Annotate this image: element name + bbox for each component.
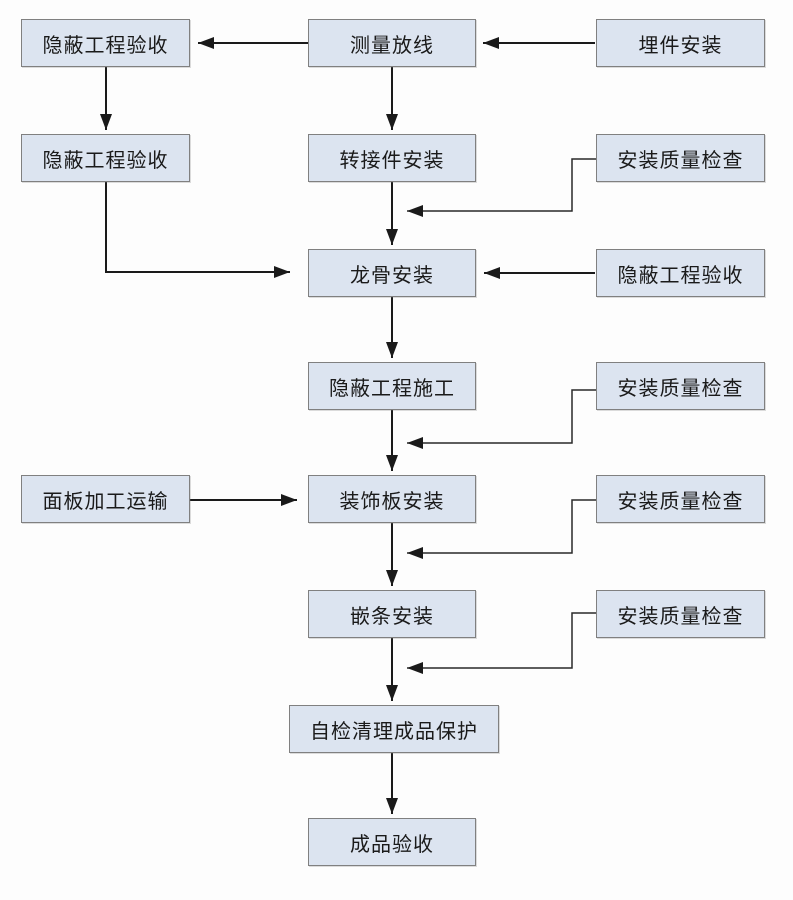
node-quality-check-3: 安装质量检查 (596, 475, 765, 523)
node-hidden-work-acceptance-2: 隐蔽工程验收 (21, 134, 190, 182)
node-adapter-installation: 转接件安装 (308, 134, 476, 182)
elbow-hidden2-to-keel (105, 182, 290, 278)
elbow-quality3-join (407, 499, 596, 559)
node-quality-check-1: 安装质量检查 (596, 134, 765, 182)
node-panel-processing-transport: 面板加工运输 (21, 475, 190, 523)
node-insert-strip-installation: 嵌条安装 (308, 590, 476, 638)
node-hidden-work-acceptance-3: 隐蔽工程验收 (596, 249, 765, 297)
node-measure-setting-out: 测量放线 (308, 19, 476, 67)
node-hidden-work-construction: 隐蔽工程施工 (308, 362, 476, 410)
node-keel-installation: 龙骨安装 (308, 249, 476, 297)
node-hidden-work-acceptance-1: 隐蔽工程验收 (21, 19, 190, 67)
node-decorative-panel-installation: 装饰板安装 (308, 475, 476, 523)
elbow-quality1-join (407, 158, 596, 217)
elbow-quality2-join (407, 389, 596, 449)
node-finished-product-acceptance: 成品验收 (308, 818, 476, 866)
node-self-check-cleanup-protection: 自检清理成品保护 (289, 705, 499, 753)
node-quality-check-4: 安装质量检查 (596, 590, 765, 638)
elbow-quality4-join (407, 612, 596, 674)
node-embed-installation: 埋件安装 (596, 19, 765, 67)
node-quality-check-2: 安装质量检查 (596, 362, 765, 410)
